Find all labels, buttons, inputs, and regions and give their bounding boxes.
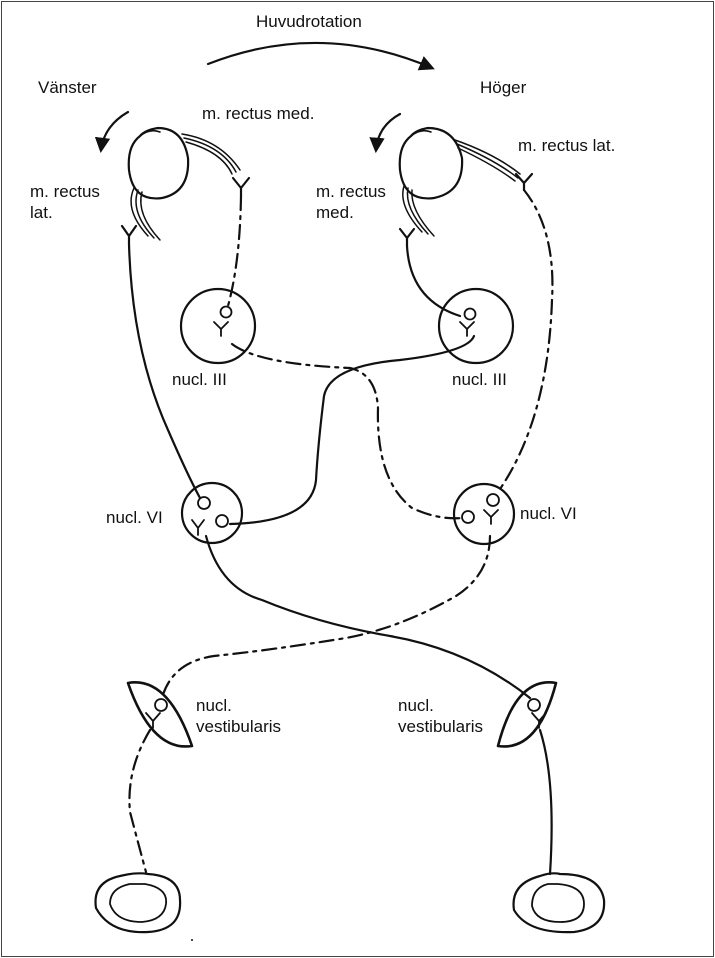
right-rectus-med-label-line2: med. [316,203,354,222]
head-rotation-label: Huvudrotation [256,12,362,31]
left-nucl-vi-label: nucl. VI [106,508,163,527]
speck [191,939,193,941]
right-eye-rotation-arrow [369,112,402,154]
right-rectus-medialis-muscle [402,185,435,237]
left-eye-rotation-arrow [94,110,130,154]
left-vestibular-label-line1: nucl. [196,696,232,715]
right-rectus-lateralis-muscle [454,139,521,182]
right-rectus-med-label-line1: m. rectus [316,182,386,201]
left-nucl-iii-circle [179,287,257,365]
right-rectus-lat-label: m. rectus lat. [518,136,616,155]
right-side-label: Höger [480,78,527,97]
right-semicircular-canal [512,872,606,934]
left-side-label: Vänster [38,78,97,97]
left-rectus-med-label: m. rectus med. [202,104,315,123]
left-eye [127,126,190,200]
right-med-terminal-icon [398,227,416,248]
head-rotation-arrow [206,41,435,71]
right-nucl-vi-label: nucl. VI [520,504,577,523]
right-nucl-vestibularis-shape [496,681,558,748]
left-rectus-medialis-muscle [181,133,241,175]
right-vestibular-label-line2: vestibularis [398,717,484,736]
solid-pathways [127,242,553,876]
right-eye [398,126,464,200]
left-rectus-lateralis-muscle [130,187,161,241]
right-vestibular-label-line1: nucl. [398,696,434,715]
left-semicircular-canal [94,872,182,934]
left-med-terminal-icon [231,176,251,198]
dashdot-pathways [128,188,554,874]
left-nucl-vi-circle [180,481,244,545]
left-nucl-iii-label: nucl. III [172,370,227,389]
left-rectus-lat-label-line2: lat. [30,203,53,222]
right-lat-terminal-icon [514,172,534,192]
left-rectus-lat-label-line1: m. rectus [30,182,100,201]
right-nucl-iii-label: nucl. III [452,370,507,389]
right-nucl-iii-circle [437,287,515,365]
left-nucl-vestibularis-shape [126,681,194,748]
left-lat-terminal-icon [120,224,138,246]
right-nucl-vi-circle [452,482,516,546]
left-vestibular-label-line2: vestibularis [196,717,282,736]
